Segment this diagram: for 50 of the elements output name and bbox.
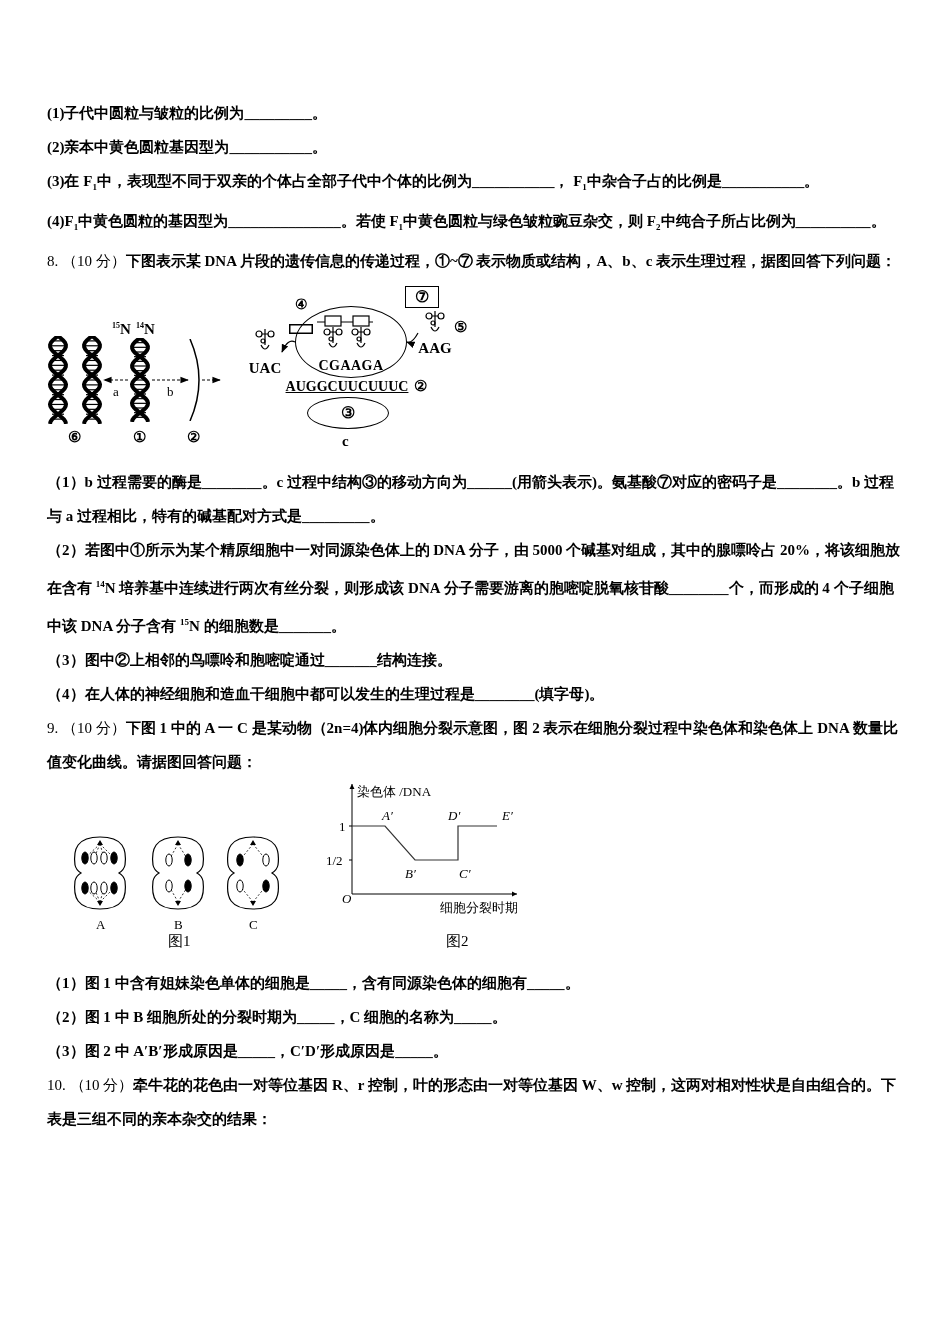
structure-label: ⑤: [454, 320, 467, 335]
arrow: [406, 332, 419, 348]
dna-double-helix-drawing: [128, 338, 152, 422]
mrna-strand-drawing: [188, 339, 202, 421]
graph-label: 染色体 /DNA: [357, 785, 432, 798]
sub-question-text: （3）图中②上相邻的鸟嘌呤和胞嘧啶通过_______结构连接。: [47, 651, 453, 670]
structure-label: ②: [187, 430, 200, 445]
graph-label: 细胞分裂时期: [440, 901, 518, 914]
arrow: [201, 376, 221, 384]
question-text: 8. （10 分）下图表示某 DNA 片段的遗传信息的传递过程，①~⑦ 表示物质或结构，A、b、c 表示生理过程，据图回答下列问题：: [47, 252, 898, 271]
trna-drawing: UAC: [248, 328, 282, 376]
structure-label: $^{15}$N: [112, 322, 131, 337]
trna-drawing: AAG: [418, 310, 452, 356]
graph-label: 1/2: [326, 854, 343, 867]
edge-label: b: [165, 385, 176, 398]
sub-question-text: （4）在人体的神经细胞和造血干细胞中都可以发生的生理过程是________(填字母)。: [47, 685, 606, 704]
graph-label: D′: [448, 809, 461, 822]
amino-acid-box: ⑦: [405, 286, 439, 308]
sub-question-text: (4)F$_{1}$中黄色圆粒的基因型为_______________。若使 F$_{1}$中黄色圆粒与绿色皱粒豌豆杂交，则 F$_{2}$中纯合子所占比例为__________。: [47, 212, 887, 234]
graph-label: 1: [339, 820, 346, 833]
graph-label: A′: [382, 809, 393, 822]
sub-question-text: (3)在 F$_{1}$中，表现型不同于双亲的个体占全部子代中个体的比例为___________， F$_{1}$中杂合子占的比例是___________。: [47, 172, 821, 194]
sub-question-text: （1）b 过程需要的酶是________。c 过程中结构③的移动方向为______(用箭头表示)。氨基酸⑦对应的密码子是________。b 过程与 a 过程相比，特有的碱基配对方式是_________。: [47, 473, 896, 526]
sub-question-text: （2）图 1 中 B 细胞所处的分裂时期为_____，C 细胞的名称为_____。: [47, 1008, 508, 1027]
arrow: [281, 340, 296, 353]
graph-label: C′: [459, 867, 471, 880]
graph-label: C: [249, 918, 258, 931]
figure-caption: 图1: [168, 934, 191, 949]
graph-label: A: [96, 918, 106, 931]
graph-label: B: [174, 918, 183, 931]
arrow: [103, 376, 129, 384]
sub-question-text: （2）若图中①所示为某个精原细胞中一对同源染色体上的 DNA 分子，由 5000 个碱基对组成，其中的腺嘌呤占 20%，将该细胞放在含有 $^{14}$N 培养基中连续进行两次有丝分裂，则形成该 DNA 分子需要游离的胞嘧啶脱氧核苷酸________个，而形成的 4 个子细胞中该 DNA 分子含有 $^{15}$N 的细胞数是_______。: [47, 541, 901, 636]
structure-label: $^{14}$N: [136, 322, 155, 337]
graph-label: E′: [502, 809, 513, 822]
question-text: 10. （10 分）牵牛花的花色由一对等位基因 R、r 控制，叶的形态由一对等位基因 W、w 控制，这两对相对性状是自由组合的。下表是三组不同的亲本杂交的结果：: [47, 1076, 898, 1129]
graph-label: B′: [405, 867, 416, 880]
sub-question-text: (1)子代中圆粒与皱粒的比例为_________。: [47, 104, 328, 123]
arrow: [151, 376, 189, 384]
dna-double-helix-pair-drawing: [48, 336, 104, 424]
question-text: 9. （10 分）下图 1 中的 A 一 C 是某动物（2n=4)体内细胞分裂示意图，图 2 表示在细胞分裂过程中染色体和染色体上 DNA 数量比值变化曲线。请据图回答问题：: [47, 719, 899, 772]
mrna-sequence: AUGGCUUCUUUC: [283, 379, 411, 395]
sub-question-text: (2)亲本中黄色圆粒基因型为___________。: [47, 138, 328, 157]
structure-label: ⑥: [68, 430, 81, 445]
structure-label: c: [342, 434, 349, 449]
structure-label: ①: [133, 430, 146, 445]
structure-label: ②: [414, 379, 427, 394]
sub-question-text: （1）图 1 中含有姐妹染色单体的细胞是_____，含有同源染色体的细胞有_____。: [47, 974, 581, 993]
graph-label: O: [342, 892, 352, 905]
figure-caption: 图2: [446, 934, 469, 949]
sub-question-text: （3）图 2 中 A′B′形成原因是_____，C′D′形成原因是_____。: [47, 1042, 449, 1061]
